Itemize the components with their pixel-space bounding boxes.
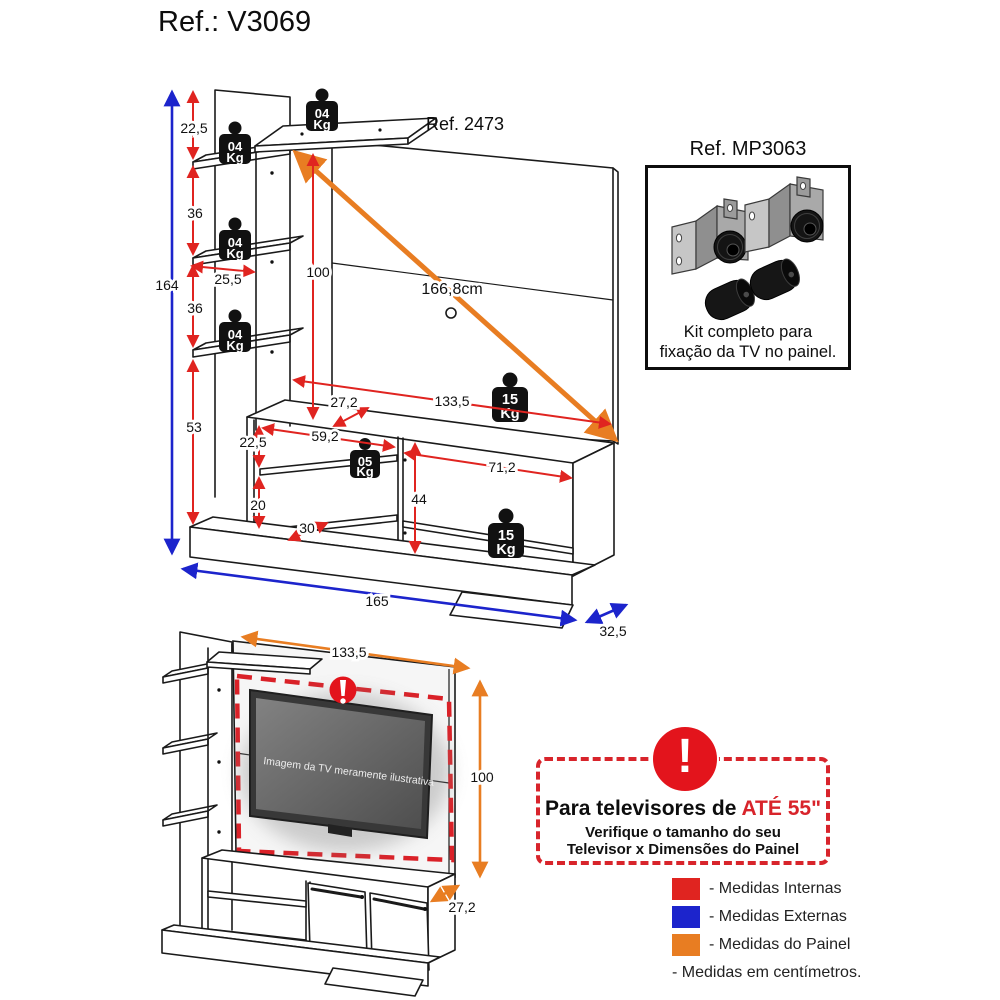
svg-text:04: 04 [228,327,243,342]
tv-fixing-kit-image [671,176,824,321]
measure-label: 71,2 [488,459,515,475]
measure-label: 100 [306,264,330,280]
kit-caption-line2: fixação da TV no painel. [659,343,837,362]
weight-limit-badge: 04 Kg [219,309,251,353]
svg-text:Kg: Kg [226,338,243,353]
legend-label: - Medidas Internas [709,880,842,897]
weight-limit-badge: 15 Kg [488,508,524,558]
kit-ref-title: Ref. MP3063 [689,138,807,160]
weight-limit-badge: 04 Kg [219,121,251,165]
legend-item-panel: - Medidas do Painel [672,934,861,956]
weight-value: 04 [315,106,330,121]
measure-label: 36 [187,300,203,316]
tv-image: Imagem da TV meramente ilustrativa [249,688,435,840]
legend-swatch-orange [672,934,700,956]
measure-label: 30 [299,520,315,536]
page-title: Ref.: V3069 [158,6,312,38]
legend-label: - Medidas do Painel [709,936,851,953]
weight-unit: Kg [313,117,330,132]
warning-line1-red: ATÉ 55" [741,797,822,820]
svg-text:15: 15 [498,528,514,544]
legend: - Medidas Internas - Medidas Externas - … [672,878,861,982]
warning-line1-black: Para televisores de [544,797,737,820]
panel-ref-label: Ref. 2473 [426,114,504,134]
kit-box-border [645,165,851,370]
external-depth-arrow [584,602,629,625]
tv-panel-illustration: Imagem da TV meramente ilustrativa [161,630,497,997]
warning-text: Para televisores de ATÉ 55" Verifique o … [540,797,826,858]
base-plinth [161,924,441,997]
legend-item-internal: - Medidas Internas [672,878,861,900]
measure-label: 27,2 [448,899,475,915]
svg-text:Kg: Kg [226,246,243,261]
legend-item-external: - Medidas Externas [672,906,861,928]
measure-label: 36 [187,205,203,221]
external-width-arrow [180,562,578,627]
panel-depth-arrow [429,884,461,903]
measure-label: 22,5 [239,434,266,450]
kit-caption: Kit completo para fixação da TV no paine… [647,322,849,362]
measure-label: 133,5 [331,644,366,660]
measure-label: 32,5 [599,623,626,639]
measure-label: 27,2 [330,394,357,410]
measure-label: 100 [470,769,494,785]
side-shelves [162,661,218,827]
center-column [207,643,233,931]
warning-line3: Televisor x Dimensões do Painel [566,841,800,858]
base-plinth [189,516,596,629]
tower-panel [214,89,291,498]
alert-icon [329,676,357,704]
weight-limit-badge: 05 Kg [350,438,380,479]
tv-diagonal-label: 166,8cm [421,281,482,298]
cable-hole [445,307,457,319]
measure-label: 59,2 [311,428,338,444]
weight-limit-badge: 04 Kg [219,217,251,261]
legend-swatch-blue [672,906,700,928]
measure-label: 164 [155,277,179,293]
warning-line1: Para televisores de ATÉ 55" [540,797,826,821]
top-shelf [254,117,437,153]
svg-text:04: 04 [228,235,243,250]
exclamation-icon: ! [651,725,719,793]
svg-text:04: 04 [228,139,243,154]
front-dimension-drawing: 04 Kg 04 Kg 04 Kg 04 Kg 05 Kg 15 Kg [153,88,630,642]
legend-label: - Medidas Externas [709,908,847,925]
measure-label: 133,5 [434,393,469,409]
legend-swatch-red [672,878,700,900]
svg-text:Kg: Kg [496,542,515,558]
center-column [255,149,291,431]
internal-measure-zone [234,673,455,863]
weight-limit-badge: 04 Kg [306,88,338,132]
measure-label: 53 [186,419,202,435]
measure-label: 20 [250,497,266,513]
legend-note: - Medidas em centímetros. [672,964,862,981]
svg-text:Kg: Kg [226,150,243,165]
measure-label: 25,5 [214,271,241,287]
measure-label: 44 [411,491,427,507]
svg-text:05: 05 [358,454,372,469]
warning-line2: Verifique o tamanho do seu [585,824,781,841]
panel-width-arrow [240,630,471,675]
measure-label: 22,5 [180,120,207,136]
kit-caption-line1: Kit completo para [683,323,813,341]
svg-text:Kg: Kg [356,464,373,479]
measure-label: 165 [365,593,389,609]
